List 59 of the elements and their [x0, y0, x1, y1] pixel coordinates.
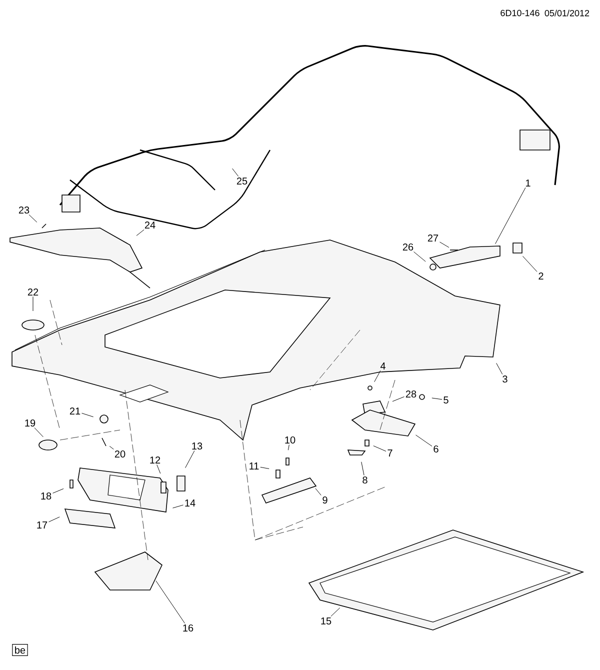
leader-line: [330, 608, 340, 617]
leader-line: [82, 412, 94, 418]
leader-line: [374, 370, 381, 382]
leader-line: [288, 444, 290, 450]
leader-line: [373, 446, 386, 452]
callout-number: 18: [41, 492, 52, 500]
callout-number: 22: [28, 288, 38, 296]
callout-number: 3: [502, 375, 508, 383]
callout-number: 21: [70, 408, 80, 414]
leader-line: [48, 516, 60, 522]
callout-number: 13: [192, 442, 202, 450]
callout-number: 23: [18, 206, 30, 214]
callout-number: 2: [538, 272, 544, 280]
leader-line: [34, 428, 44, 438]
leader-line: [156, 580, 186, 624]
callout-number: 19: [25, 419, 36, 427]
leader-line: [495, 187, 526, 244]
callout-number: 9: [322, 496, 328, 504]
leader-line: [440, 242, 450, 248]
leader-line: [315, 488, 322, 496]
leader-line: [496, 362, 503, 375]
leader-line: [416, 434, 432, 446]
callout-number: 10: [285, 436, 296, 444]
callout-number: 12: [150, 456, 160, 464]
leader-line: [432, 398, 442, 400]
callout-number: 26: [402, 243, 414, 251]
leader-line: [522, 256, 538, 272]
leader-line: [109, 446, 114, 450]
leader-line: [136, 229, 144, 236]
leader-line: [361, 462, 364, 476]
callout-number: 24: [144, 222, 156, 228]
leader-line: [28, 214, 38, 222]
leader-line: [52, 488, 64, 494]
leader-line: [413, 252, 426, 262]
leader-line: [392, 396, 404, 402]
leader-line: [185, 450, 195, 468]
callout-number: 4: [380, 362, 386, 370]
callout-number: 5: [444, 396, 448, 404]
callout-number: 8: [362, 476, 368, 484]
callout-number: 25: [236, 177, 248, 185]
callout-number: 17: [37, 522, 48, 528]
callout-number: 15: [321, 618, 332, 624]
callout-number: 20: [114, 450, 126, 458]
leader-line: [172, 504, 184, 508]
callout-number: 28: [406, 390, 416, 398]
callout-number: 1: [526, 180, 530, 186]
callout-number: 11: [250, 462, 259, 470]
leader-line: [260, 466, 270, 469]
leader-line: [232, 168, 239, 177]
code-box: be: [12, 644, 28, 656]
callout-number: 27: [428, 234, 438, 242]
callout-number: 14: [185, 500, 196, 506]
callout-number: 6: [434, 445, 438, 453]
drawing-number: 6D10-146: [500, 10, 540, 16]
date-text: 05/01/2012: [544, 10, 590, 16]
leader-line: [32, 296, 34, 312]
leader-line: [156, 464, 161, 474]
callout-number: 7: [388, 450, 392, 456]
callout-number: 16: [183, 624, 194, 632]
